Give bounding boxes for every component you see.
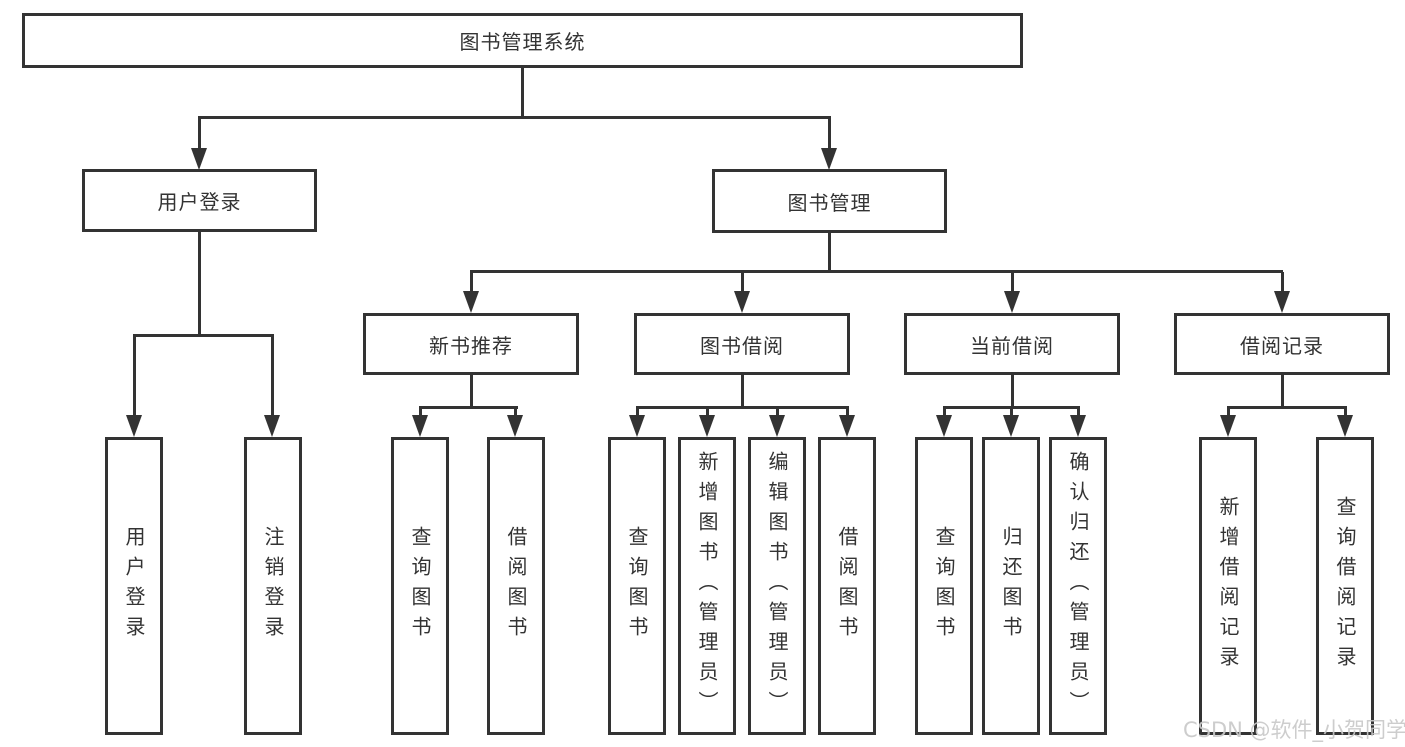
arrow-to-leaf-query-record: [1337, 415, 1353, 437]
arrow-to-leaf-query-book: [412, 415, 428, 437]
csdn-watermark: CSDN @软件_小贺同学: [1183, 718, 1405, 742]
connector-stem-leaf: [776, 408, 779, 417]
leaf-label: 归还图书: [999, 526, 1023, 646]
arrow-to-leaf-query-book: [936, 415, 952, 437]
leaf-label: 查询图书: [625, 526, 649, 646]
leaf-label: 借阅图书: [835, 526, 859, 646]
arrow-to-book-borrow: [734, 291, 750, 313]
node-label: 借阅记录: [1240, 333, 1324, 358]
leaf-current-query-book: 查询图书: [915, 437, 973, 735]
connector-user-login-rail: [133, 334, 274, 337]
arrow-to-leaf-confirm-return: [1070, 415, 1086, 437]
leaf-borrow-borrow-book: 借阅图书: [818, 437, 876, 735]
connector-stem-leaf: [1227, 408, 1230, 417]
leaf-label: 编辑图书（管理员）: [765, 451, 789, 721]
leaf-label: 查询图书: [408, 526, 432, 646]
arrow-to-current-borrow: [1004, 291, 1020, 313]
leaf-user-login: 用户登录: [105, 437, 163, 735]
arrow-to-user-login: [191, 148, 207, 170]
connector-stem-leaf: [514, 408, 517, 417]
arrow-to-book-management: [821, 148, 837, 170]
arrow-to-leaf-borrow-book: [839, 415, 855, 437]
connector-stem-book-borrow: [741, 272, 744, 291]
leaf-record-query-borrow-record: 查询借阅记录: [1316, 437, 1374, 735]
node-label: 当前借阅: [970, 333, 1054, 358]
node-label: 图书管理系统: [459, 30, 586, 54]
connector-book-borrow-rail: [636, 406, 849, 409]
connector-stem-leaf: [1010, 408, 1013, 417]
connector-root-drop: [521, 68, 524, 118]
connector-stem-leaf: [706, 408, 709, 417]
connector-stem-leaf: [1344, 408, 1347, 417]
connector-stem-leaf: [846, 408, 849, 417]
leaf-label: 新增图书（管理员）: [695, 451, 719, 721]
connector-stem-current-borrow: [1011, 272, 1014, 291]
node-book-borrow: 图书借阅: [634, 313, 850, 375]
arrow-to-new-book: [463, 291, 479, 313]
leaf-newbook-borrow-book: 借阅图书: [487, 437, 545, 735]
connector-current-borrow-drop: [1011, 375, 1014, 408]
arrow-to-borrow-record: [1274, 291, 1290, 313]
leaf-logout: 注销登录: [244, 437, 302, 735]
leaf-current-return-book: 归还图书: [982, 437, 1040, 735]
node-borrow-record: 借阅记录: [1174, 313, 1390, 375]
node-user-login: 用户登录: [82, 169, 317, 232]
leaf-label: 查询借阅记录: [1333, 496, 1357, 676]
arrow-to-leaf-return-book: [1003, 415, 1019, 437]
arrow-to-leaf-add-record: [1220, 415, 1236, 437]
leaf-label: 注销登录: [261, 526, 285, 646]
leaf-borrow-add-book-admin: 新增图书（管理员）: [678, 437, 736, 735]
connector-book-management-drop: [828, 233, 831, 272]
leaf-record-add-borrow-record: 新增借阅记录: [1199, 437, 1257, 735]
node-label: 图书管理: [787, 190, 872, 215]
leaf-borrow-query-book: 查询图书: [608, 437, 666, 735]
arrow-to-leaf-borrow-book: [507, 415, 523, 437]
connector-book-management-rail: [470, 270, 1283, 273]
connector-stem-leaf-logout: [271, 336, 274, 415]
connector-borrow-record-rail: [1227, 406, 1347, 409]
connector-stem-leaf: [419, 408, 422, 417]
arrow-to-leaf-logout: [264, 415, 280, 437]
node-label: 图书借阅: [700, 333, 784, 358]
leaf-label: 确认归还（管理员）: [1066, 451, 1090, 721]
node-label: 用户登录: [157, 190, 242, 214]
leaf-current-confirm-return-admin: 确认归还（管理员）: [1049, 437, 1107, 735]
leaf-label: 新增借阅记录: [1216, 496, 1240, 676]
connector-borrow-record-drop: [1281, 375, 1284, 408]
leaf-label: 查询图书: [932, 526, 956, 646]
connector-stem-book-management: [828, 118, 831, 150]
arrow-to-leaf-add-book: [699, 415, 715, 437]
arrow-to-leaf-edit-book: [769, 415, 785, 437]
connector-new-book-rail: [419, 406, 518, 409]
connector-book-borrow-drop: [741, 375, 744, 408]
connector-stem-leaf: [1077, 408, 1080, 417]
connector-stem-user-login: [198, 118, 201, 150]
connector-stem-new-book: [470, 272, 473, 291]
connector-current-borrow-rail: [943, 406, 1080, 409]
connector-stem-borrow-record: [1281, 272, 1284, 291]
leaf-label: 借阅图书: [504, 526, 528, 646]
connector-root-rail: [198, 116, 831, 119]
leaf-borrow-edit-book-admin: 编辑图书（管理员）: [748, 437, 806, 735]
node-library-management-system: 图书管理系统: [22, 13, 1023, 68]
connector-stem-leaf: [943, 408, 946, 417]
connector-stem-leaf: [636, 408, 639, 417]
node-current-borrow: 当前借阅: [904, 313, 1120, 375]
node-label: 新书推荐: [429, 333, 513, 358]
arrow-to-leaf-login: [126, 415, 142, 437]
leaf-label: 用户登录: [122, 526, 146, 646]
node-new-book-recommend: 新书推荐: [363, 313, 579, 375]
arrow-to-leaf-query-book: [629, 415, 645, 437]
connector-new-book-drop: [470, 375, 473, 408]
connector-user-login-drop: [198, 232, 201, 336]
node-book-management: 图书管理: [712, 169, 947, 233]
leaf-newbook-query-book: 查询图书: [391, 437, 449, 735]
connector-stem-leaf-login: [133, 336, 136, 415]
